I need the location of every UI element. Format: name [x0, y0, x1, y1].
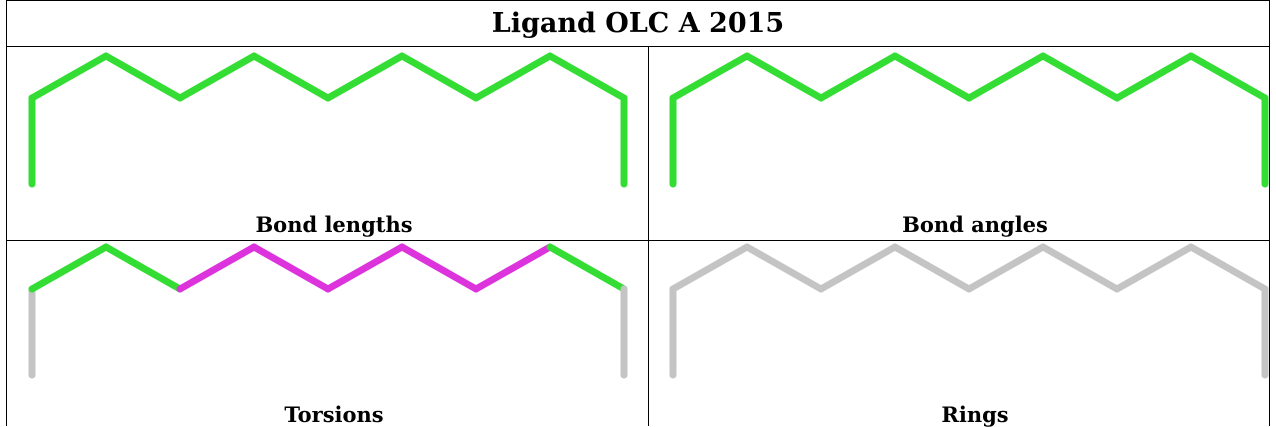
- bond-6: [1039, 52, 1121, 102]
- molecule-bond-angles: [669, 52, 1269, 188]
- bond-2: [102, 52, 184, 102]
- bond-4: [250, 52, 332, 102]
- bond-8: [1187, 52, 1269, 102]
- bond-3: [817, 52, 899, 102]
- caption-rings: Rings: [941, 402, 1009, 427]
- bond-3: [176, 52, 258, 102]
- bond-1: [28, 243, 110, 293]
- border-right: [1269, 0, 1270, 426]
- divider-title: [6, 46, 1270, 47]
- molecule-bond-lengths: [28, 52, 628, 188]
- bond-1: [669, 243, 751, 293]
- validation-table: Ligand OLC A 2015 Bond lengths Bond angl…: [6, 0, 1270, 427]
- bond-6: [398, 52, 480, 102]
- divider-middle: [6, 240, 1270, 241]
- bond-6: [398, 243, 480, 293]
- bond-6: [1039, 243, 1121, 293]
- bond-1: [28, 52, 110, 102]
- molecule-rings: [669, 243, 1269, 379]
- panel-rings: Rings: [659, 241, 1276, 427]
- bond-4: [891, 52, 973, 102]
- panel-torsions: Torsions: [18, 241, 650, 427]
- bond-8: [1187, 243, 1269, 293]
- bond-4: [250, 243, 332, 293]
- bond-3: [176, 243, 258, 293]
- caption-bond-lengths: Bond lengths: [255, 212, 413, 237]
- border-left: [6, 0, 7, 426]
- bond-7: [472, 243, 554, 293]
- molecule-torsions: [28, 243, 628, 379]
- panel-bond-angles: Bond angles: [659, 50, 1276, 237]
- bond-5: [324, 52, 406, 102]
- bond-5: [965, 243, 1047, 293]
- bond-3: [817, 243, 899, 293]
- bond-2: [743, 52, 825, 102]
- bond-1: [669, 52, 751, 102]
- table-title: Ligand OLC A 2015: [6, 0, 1270, 46]
- divider-vertical: [648, 46, 649, 426]
- bond-5: [324, 243, 406, 293]
- bond-8: [546, 243, 628, 293]
- caption-bond-angles: Bond angles: [902, 212, 1048, 237]
- bond-2: [102, 243, 184, 293]
- panel-bond-lengths: Bond lengths: [18, 50, 650, 237]
- bond-7: [472, 52, 554, 102]
- bond-4: [891, 243, 973, 293]
- bond-8: [546, 52, 628, 102]
- bond-2: [743, 243, 825, 293]
- caption-torsions: Torsions: [284, 402, 384, 427]
- bond-5: [965, 52, 1047, 102]
- bond-7: [1113, 243, 1195, 293]
- bond-7: [1113, 52, 1195, 102]
